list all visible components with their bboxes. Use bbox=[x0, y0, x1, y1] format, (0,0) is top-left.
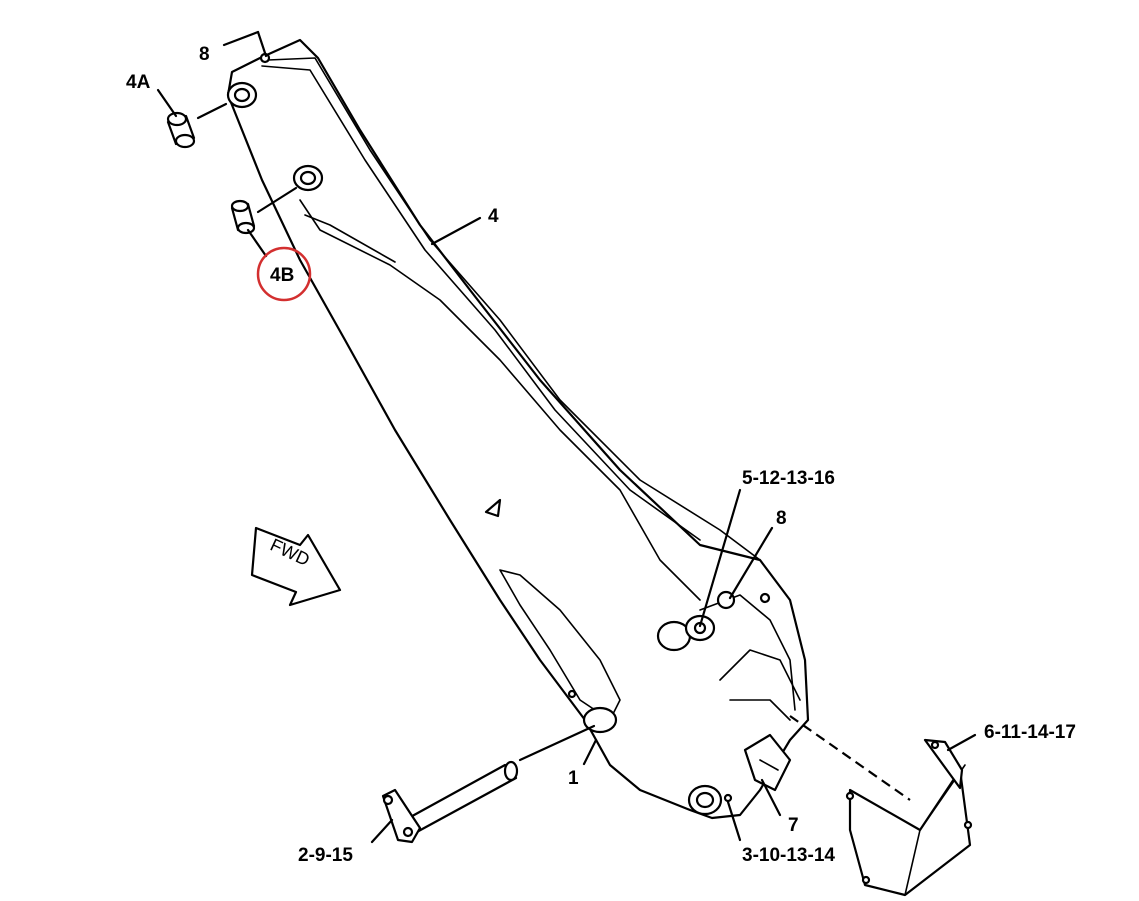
bushing-4b bbox=[230, 199, 256, 235]
callout-4a: 4A bbox=[126, 72, 151, 93]
callout-6-11-14-17: 6-11-14-17 bbox=[984, 722, 1076, 743]
callout-5-12-13-16: 5-12-13-16 bbox=[742, 468, 835, 489]
callout-2-9-15: 2-9-15 bbox=[298, 845, 353, 866]
forward-direction-arrow: FWD bbox=[250, 526, 342, 607]
callout-8-right: 8 bbox=[776, 508, 787, 529]
callout-1: 1 bbox=[568, 768, 579, 789]
highlight-circle bbox=[256, 246, 312, 302]
callout-7: 7 bbox=[788, 815, 799, 836]
guard-plate bbox=[845, 738, 973, 897]
lift-arm bbox=[226, 38, 810, 820]
pin-assembly bbox=[381, 760, 519, 844]
callouts: 4A 8 4 4B 5-12-13-16 8 6-11-14-17 1 7 2-… bbox=[126, 44, 1076, 866]
leader-lines bbox=[156, 30, 977, 844]
callout-4b: 4B bbox=[270, 265, 294, 286]
callout-3-10-13-14: 3-10-13-14 bbox=[742, 845, 835, 866]
bushing-4a bbox=[166, 111, 196, 149]
callout-4: 4 bbox=[488, 206, 499, 227]
callout-8-top: 8 bbox=[199, 44, 210, 65]
